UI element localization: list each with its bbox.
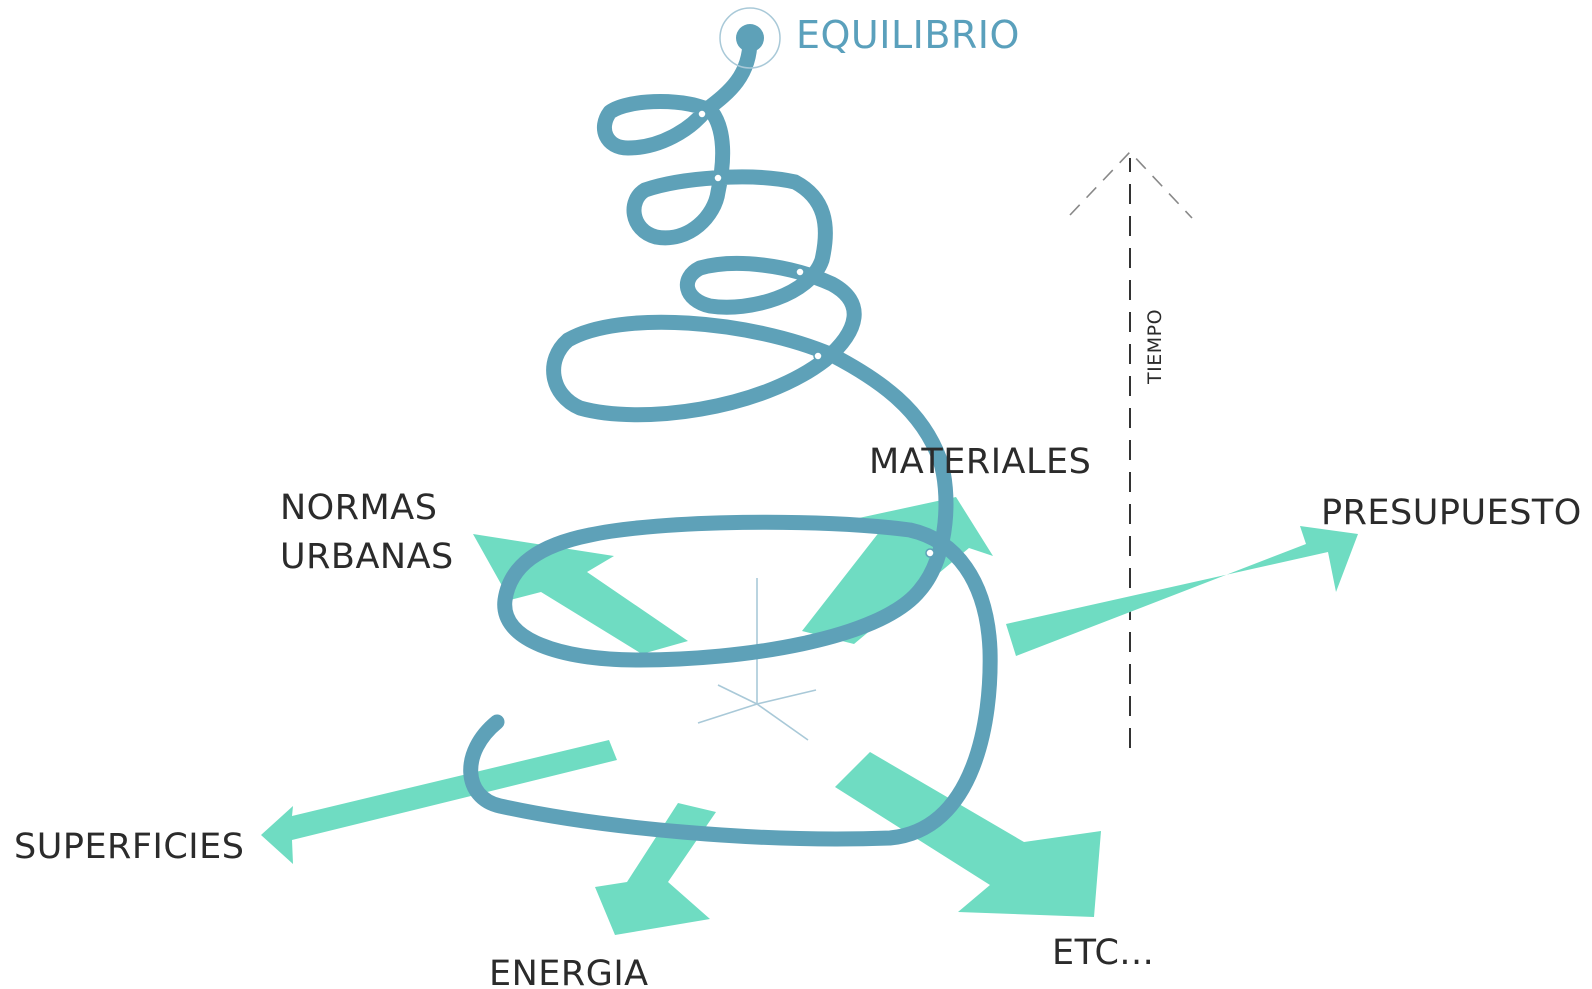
arrow-presupuesto — [1006, 526, 1358, 656]
label-normas: NORMAS — [280, 488, 437, 528]
label-presupuesto: PRESUPUESTO — [1321, 493, 1582, 533]
label-equilibrio: EQUILIBRIO — [796, 13, 1020, 57]
label-tiempo: TIEMPO — [1144, 309, 1166, 385]
arrow-etc — [835, 752, 1101, 917]
spiral-path — [463, 7, 998, 847]
label-etc: ETC... — [1052, 933, 1154, 973]
factor-arrows — [261, 497, 1358, 935]
tiempo-axis-arrow — [1069, 150, 1193, 748]
label-urbanas: URBANAS — [280, 537, 454, 577]
arrow-superficies — [261, 740, 617, 864]
label-energia: ENERGIA — [489, 954, 649, 989]
base-axes — [697, 578, 817, 741]
label-superficies: SUPERFICIES — [14, 827, 244, 867]
label-materiales: MATERIALES — [869, 442, 1091, 482]
